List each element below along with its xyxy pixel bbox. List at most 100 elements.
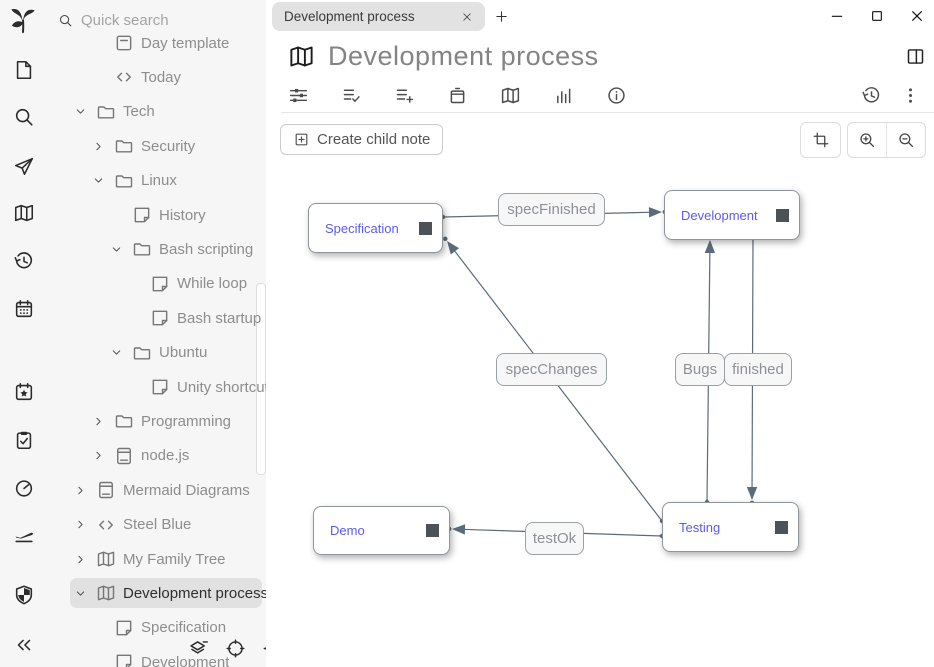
- tree-item-development-process[interactable]: Development process: [48, 578, 266, 609]
- zoom-out-button[interactable]: [886, 123, 925, 157]
- map-node-title[interactable]: Specification: [325, 220, 399, 236]
- note-revisions-icon[interactable]: [861, 85, 882, 106]
- tree-item-today[interactable]: Today: [48, 62, 266, 92]
- note-info-chart-icon[interactable]: [553, 85, 574, 106]
- tree-item-my-family-tree[interactable]: My Family Tree: [48, 544, 266, 574]
- tree-item-label: Day template: [141, 34, 230, 52]
- create-child-note-button[interactable]: Create child note: [280, 124, 444, 155]
- owned-attributes-icon[interactable]: [341, 85, 362, 106]
- tree-item-bash-startup[interactable]: Bash startup: [48, 303, 266, 333]
- map-node-testing[interactable]: Testing: [662, 502, 799, 552]
- map-node-demo[interactable]: Demo: [313, 506, 450, 555]
- edge-label-testOk[interactable]: testOk: [525, 522, 584, 555]
- resize-handle[interactable]: [775, 520, 788, 534]
- window-maximize-button[interactable]: [869, 8, 885, 24]
- tree-item-label: Specification: [141, 619, 227, 637]
- chevron-down-icon[interactable]: [110, 243, 132, 256]
- chevron-down-icon[interactable]: [110, 346, 132, 359]
- shield-icon[interactable]: [13, 584, 35, 606]
- resize-handle[interactable]: [426, 524, 439, 537]
- edge-label-specChanges[interactable]: specChanges: [496, 353, 607, 386]
- tree-item-steel-blue[interactable]: Steel Blue: [48, 510, 266, 540]
- layers-icon[interactable]: [188, 638, 209, 659]
- window-minimize-button[interactable]: [829, 8, 845, 24]
- history-icon[interactable]: [13, 250, 35, 272]
- resize-handle[interactable]: [419, 221, 432, 235]
- tree-item-specification[interactable]: Specification: [48, 613, 266, 643]
- map-node-development[interactable]: Development: [664, 190, 800, 240]
- tree-item-history[interactable]: History: [48, 200, 266, 230]
- zoom-button-group: [847, 122, 926, 158]
- new-tab-button[interactable]: [494, 9, 509, 24]
- map-node-title[interactable]: Development: [681, 207, 758, 223]
- reset-pan-zoom-button[interactable]: [800, 122, 841, 158]
- target-icon[interactable]: [225, 638, 246, 659]
- chevron-right-icon[interactable]: [92, 140, 114, 153]
- tree-item-node-js[interactable]: node.js: [48, 441, 266, 471]
- task-check-icon[interactable]: [13, 429, 35, 451]
- folder-icon: [132, 239, 152, 259]
- inherited-attributes-icon[interactable]: [394, 85, 415, 106]
- tree-item-day-template[interactable]: Day template: [48, 28, 266, 58]
- ribbon-tabs: [266, 85, 627, 106]
- note-menu-dots-icon[interactable]: [900, 85, 921, 106]
- note-map-icon[interactable]: [288, 43, 315, 70]
- settings-gear-icon[interactable]: [262, 638, 266, 659]
- tree-item-security[interactable]: Security: [48, 131, 266, 161]
- chevron-down-icon[interactable]: [74, 587, 96, 600]
- tree-item-label: Mermaid Diagrams: [123, 481, 250, 499]
- dashboard-icon[interactable]: [13, 477, 35, 499]
- chevron-right-icon[interactable]: [92, 449, 114, 462]
- map-node-specification[interactable]: Specification: [308, 203, 443, 253]
- chevron-right-icon[interactable]: [74, 484, 96, 497]
- tree-item-development[interactable]: Development: [48, 647, 266, 667]
- tree-item-bash-scripting[interactable]: Bash scripting: [48, 234, 266, 264]
- relation-map-icon[interactable]: [13, 202, 35, 224]
- chevron-down-icon[interactable]: [92, 174, 114, 187]
- chevron-down-icon[interactable]: [74, 105, 96, 118]
- new-note-icon[interactable]: [13, 59, 35, 81]
- edge-label-Bugs[interactable]: Bugs: [675, 353, 725, 386]
- tree-item-unity-shortcuts[interactable]: Unity shortcuts: [48, 372, 266, 402]
- tab-close-icon[interactable]: [461, 11, 473, 23]
- map-node-title[interactable]: Demo: [330, 523, 365, 538]
- resize-handle[interactable]: [776, 208, 789, 222]
- zoom-in-button[interactable]: [848, 123, 886, 157]
- tree-item-tech[interactable]: Tech: [48, 97, 266, 127]
- tree-item-linux[interactable]: Linux: [48, 166, 266, 196]
- plane-icon[interactable]: [13, 524, 35, 546]
- tree-item-label: Security: [141, 137, 196, 155]
- quick-search-input[interactable]: [79, 10, 233, 30]
- info-icon[interactable]: [606, 85, 627, 106]
- tree-item-programming[interactable]: Programming: [48, 406, 266, 436]
- tree-item-while-loop[interactable]: While loop: [48, 269, 266, 299]
- window-close-button[interactable]: [909, 8, 925, 24]
- edge-label-specFinished[interactable]: specFinished: [498, 193, 605, 226]
- note-map-ribbon-icon[interactable]: [500, 85, 521, 106]
- quick-search[interactable]: [48, 6, 266, 34]
- tab-development-process[interactable]: Development process: [272, 2, 485, 31]
- ribbon-actions: [861, 85, 934, 106]
- tree-item-mermaid-diagrams[interactable]: Mermaid Diagrams: [48, 475, 266, 505]
- search-icon[interactable]: [13, 106, 35, 128]
- collapse-sidebar-icon[interactable]: [13, 634, 35, 656]
- calendar-icon[interactable]: [13, 298, 35, 320]
- tree-scrollbar[interactable]: [256, 283, 266, 475]
- create-child-note-label: Create child note: [317, 131, 431, 148]
- calendar-star-icon[interactable]: [13, 381, 35, 403]
- chevron-right-icon[interactable]: [74, 518, 96, 531]
- map-node-title[interactable]: Testing: [679, 519, 721, 535]
- tree-actions-bar: [188, 638, 266, 659]
- send-icon[interactable]: [13, 155, 35, 177]
- chevron-right-icon[interactable]: [92, 415, 114, 428]
- book-icon: [114, 446, 134, 466]
- launcher-bar: [0, 0, 48, 667]
- chevron-right-icon[interactable]: [74, 553, 96, 566]
- edge-label-finished[interactable]: finished: [724, 353, 792, 386]
- note-title[interactable]: Development process: [328, 41, 599, 71]
- basic-properties-icon[interactable]: [288, 85, 309, 106]
- tree-item-ubuntu[interactable]: Ubuntu: [48, 338, 266, 368]
- split-pane-icon[interactable]: [905, 46, 926, 67]
- note-paths-icon[interactable]: [447, 85, 468, 106]
